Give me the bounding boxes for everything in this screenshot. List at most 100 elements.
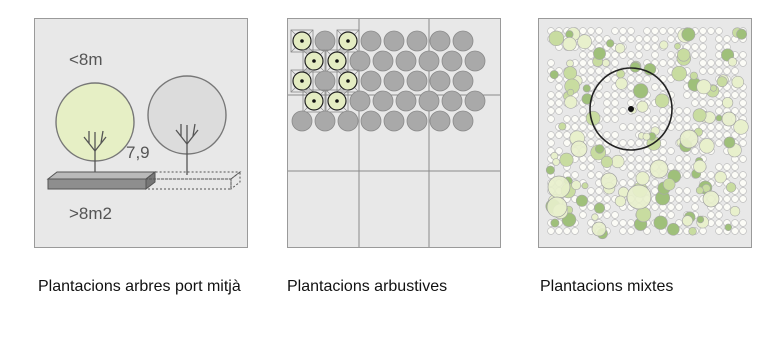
shrub-center-dot [335,99,339,103]
tree-canopy [721,111,737,127]
ground-cover [595,35,603,43]
shrub [715,114,723,122]
cell-frame [290,69,314,93]
ground-cover [579,115,587,123]
shrub [429,70,451,92]
ground-cover [611,27,619,35]
ground-cover [595,187,603,195]
ground-cover [635,43,643,51]
shrub [545,165,555,175]
ground-cover [603,99,611,107]
mixed-diagram [545,27,749,240]
shrub [611,154,625,169]
ground-cover [643,227,651,235]
ground-cover [683,115,691,123]
ground-cover [603,131,611,139]
ground-cover [555,131,563,139]
ground-cover [667,203,675,211]
ground-cover [667,211,675,219]
ground-cover [587,131,595,139]
shrub [464,90,486,112]
shrub [671,65,687,82]
shrub [714,171,727,184]
shrub [314,30,336,52]
ground-cover [667,147,675,155]
ground-cover [603,115,611,123]
ground-cover [691,43,699,51]
ground-cover [683,155,691,163]
ground-cover [723,203,731,211]
shrub-center-dot [300,79,304,83]
shrub [729,206,741,217]
ground-cover [731,227,739,235]
ground-cover [715,67,723,75]
shrub [723,136,736,149]
ground-cover [571,115,579,123]
shrub [314,70,336,92]
tree-canopy [626,184,652,210]
shrub [724,223,733,232]
shrub [653,215,668,230]
ground-cover [651,115,659,123]
cell-frame [302,49,326,73]
shrub [726,182,737,193]
shrub [654,93,670,108]
ground-cover [587,67,595,75]
ground-cover [683,107,691,115]
shrub-center-dot [300,39,304,43]
ground-cover [555,147,563,155]
panel-shrubs [287,18,501,248]
ground-cover [627,139,635,147]
shrub [406,70,428,92]
shrub [360,70,382,92]
tree-canopy [546,196,568,218]
tree-canopy [547,175,571,199]
ground-cover [707,211,715,219]
shrub [360,30,382,52]
ground-cover [603,91,611,99]
ground-cover [619,107,627,115]
ground-cover [571,171,579,179]
planter-bed-left [46,170,157,191]
ground-cover [723,67,731,75]
ground-cover [611,59,619,67]
shrub [418,90,440,112]
ground-cover [723,35,731,43]
ground-cover [603,195,611,203]
ground-cover [595,67,603,75]
ground-cover [715,43,723,51]
shrub [548,30,564,46]
ground-cover [739,179,747,187]
shrub [642,132,651,141]
ground-cover [619,139,627,147]
ground-cover [715,131,723,139]
shrub [593,202,605,214]
caption-mixed: Plantacions mixtes [540,278,674,295]
shrub [441,90,463,112]
ground-cover [643,115,651,123]
ground-cover [611,211,619,219]
ground-cover [739,219,747,227]
shrub [565,30,574,39]
shrubs-diagram [288,19,500,247]
ground-cover [603,67,611,75]
shrub [383,30,405,52]
panel-trees: <8m 7,9 >8m2 [34,18,248,248]
ground-cover [675,187,683,195]
ground-cover [627,123,635,131]
shrub [606,39,615,48]
ground-cover [571,123,579,131]
shrub [581,182,589,190]
shrub [577,34,592,50]
shrub [629,61,641,73]
ground-cover [547,91,555,99]
ground-cover [715,27,723,35]
ground-cover [635,75,643,83]
ground-cover [579,123,587,131]
ground-cover [659,147,667,155]
shrub [688,227,697,236]
ground-cover [731,171,739,179]
ground-cover [587,187,595,195]
shrub [581,93,593,105]
ground-cover [619,27,627,35]
